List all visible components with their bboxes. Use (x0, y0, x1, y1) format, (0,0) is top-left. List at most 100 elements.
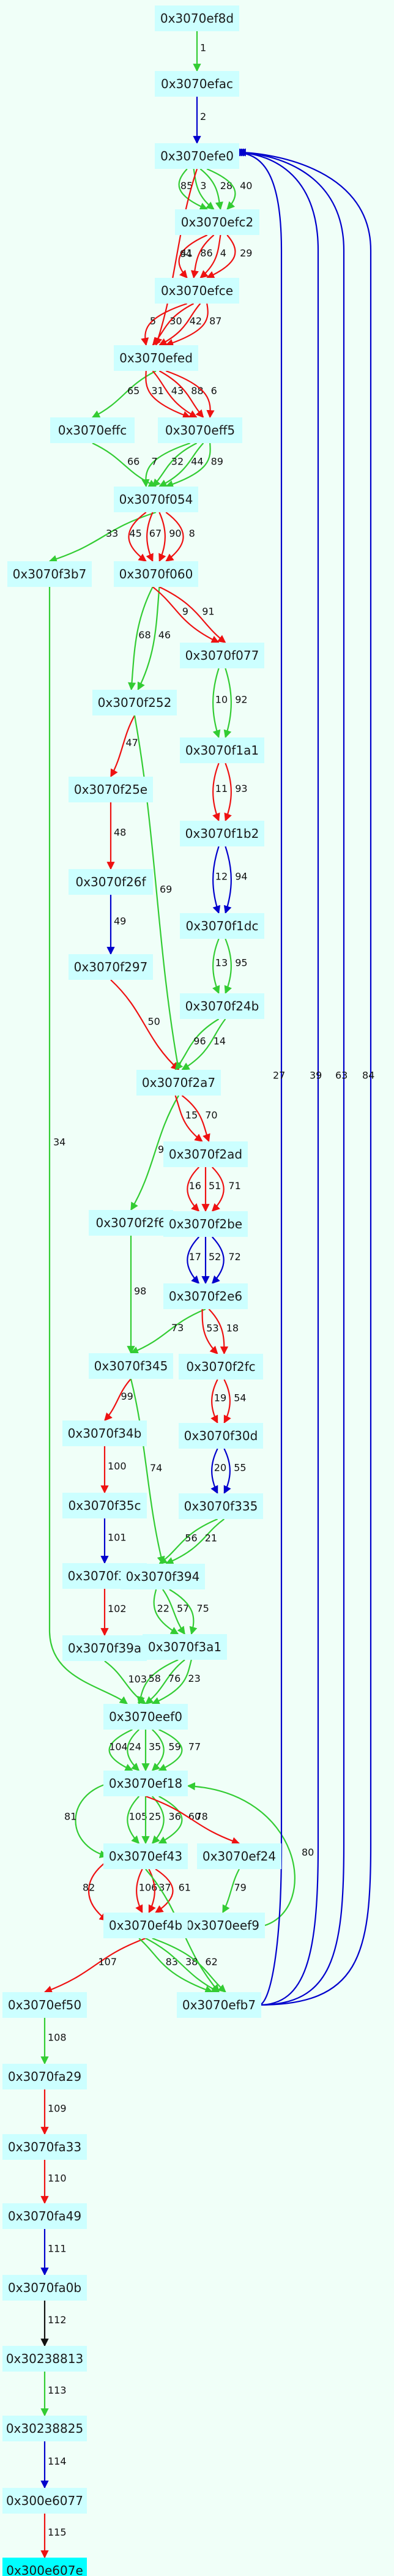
graph-node[interactable]: 0x3070f345 (89, 1353, 173, 1379)
graph-node[interactable]: 0x3070f2be (163, 1211, 248, 1237)
graph-node[interactable]: 0x3070efe0 (155, 143, 239, 169)
graph-node[interactable]: 0x3070efc2 (175, 209, 259, 235)
graph-node[interactable]: 0x3070ef24 (197, 1843, 281, 1869)
graph-node[interactable]: 0x3070f2fc (179, 1354, 263, 1379)
edge-n47-n48: 112 (40, 2301, 67, 2347)
edge-n23-n26: 98 (127, 1236, 146, 1354)
edge-line (141, 442, 191, 488)
edge-n17-n19: 12 (212, 846, 228, 914)
graph-node[interactable]: 0x3070f297 (69, 954, 153, 980)
edge-n41-n42: 107 (43, 1937, 146, 1994)
edge-n26-n28: 99 (104, 1378, 133, 1421)
graph-node[interactable]: 0x3070efb7 (177, 1992, 261, 2018)
graph-node[interactable]: 0x3070f335 (179, 1493, 263, 1519)
graph-node[interactable]: 0x3070ef18 (103, 1771, 188, 1796)
node-box (62, 1421, 147, 1446)
node-box (180, 993, 264, 1019)
edge-line (145, 370, 191, 419)
edge-line (162, 1589, 185, 1635)
edge-label: 44 (191, 456, 203, 468)
edge-line (158, 586, 226, 643)
node-label: 0x3070f30d (184, 1428, 258, 1443)
graph-node[interactable]: 0x3070f1b2 (180, 821, 264, 846)
node-box (180, 821, 264, 846)
edge-n36-n37: 24 (127, 1729, 141, 1771)
edge-n2-n3: 2 (193, 97, 206, 144)
graph-node[interactable]: 0x3070f3a1 (143, 1634, 227, 1660)
edge-n35-n36: 23 (151, 1659, 201, 1705)
graph-node[interactable]: 0x3070f077 (180, 643, 264, 668)
terminal-node[interactable]: 0x300e607e (2, 2558, 87, 2576)
edge-line (224, 763, 232, 822)
edge-line (212, 763, 220, 822)
node-label: 0x3070f297 (74, 960, 148, 974)
graph-node[interactable]: 0x3070f24b (180, 993, 264, 1019)
graph-node[interactable]: 0x300e6077 (2, 2488, 87, 2514)
graph-node[interactable]: 0x3070f1a1 (180, 737, 264, 763)
graph-node[interactable]: 0x3070f2a7 (136, 1070, 221, 1096)
node-box (155, 6, 239, 31)
edge-label: 7 (151, 456, 157, 468)
graph-node[interactable]: 0x3070f39a (62, 1635, 147, 1661)
edge-n11-n12: 68 (128, 586, 154, 691)
node-box (179, 1423, 263, 1449)
graph-node[interactable]: 0x3070eef9 (180, 1913, 265, 1938)
graph-node[interactable]: 0x3070f394 (121, 1564, 205, 1589)
edge-label: 35 (149, 1741, 161, 1753)
graph-node[interactable]: 0x3070f060 (114, 561, 198, 587)
graph-node[interactable]: 0x3070fa0b (2, 2275, 87, 2301)
graph-node[interactable]: 0x3070f30d (179, 1423, 263, 1449)
edge-n11-n12: 46 (137, 586, 171, 691)
graph-node[interactable]: 0x3070fa33 (2, 2134, 87, 2160)
edge-n8-n9: 7 (141, 442, 191, 488)
graph-node[interactable]: 0x3070ef8d (155, 6, 239, 31)
node-box (2, 2275, 87, 2301)
graph-node[interactable]: 0x3070eff5 (158, 417, 242, 443)
graph-node[interactable]: 0x3070f2f6 (89, 1210, 173, 1236)
graph-node[interactable]: 0x3070f2ad (163, 1141, 248, 1167)
graph-node[interactable]: 0x3070f25e (69, 777, 153, 802)
edge-label: 9 (182, 606, 188, 618)
graph-node[interactable]: 0x30238813 (2, 2346, 87, 2372)
node-label: 0x3070f26f (76, 875, 147, 889)
edge-label: 104 (109, 1741, 128, 1753)
graph-node[interactable]: 0x3070f35c (62, 1493, 147, 1518)
edge-label: 59 (168, 1741, 180, 1753)
graph-node[interactable]: 0x3070f1dc (180, 913, 264, 939)
node-label: 0x3070ef18 (109, 1776, 182, 1791)
edge-label: 14 (214, 1036, 226, 1047)
graph-node[interactable]: 0x3070ef50 (2, 1992, 87, 2018)
graph-node[interactable]: 0x3070f054 (114, 487, 198, 512)
graph-node[interactable]: 0x3070ef43 (103, 1843, 188, 1869)
graph-node[interactable]: 0x3070eef0 (103, 1704, 188, 1730)
graph-node[interactable]: 0x3070f2e6 (163, 1283, 248, 1309)
edge-label: 19 (214, 1392, 226, 1404)
node-label: 0x3070f2f6 (96, 1215, 166, 1230)
edge-label: 74 (150, 1462, 162, 1474)
graph-node[interactable]: 0x3070efac (155, 71, 239, 97)
graph-node[interactable]: 0x3070f26f (69, 869, 153, 895)
graph-node[interactable]: 0x30238825 (2, 2416, 87, 2441)
edge-label: 110 (48, 2173, 67, 2184)
edge-label: 3 (200, 180, 206, 192)
graph-node[interactable]: 0x3070efce (155, 278, 239, 304)
graph-node[interactable]: 0x3070f252 (92, 690, 177, 715)
edge-label: 111 (48, 2243, 67, 2255)
edge-label: 54 (234, 1392, 246, 1404)
graph-node[interactable]: 0x3070fa49 (2, 2203, 87, 2229)
graph-node[interactable]: 0x3070f34b (62, 1421, 147, 1446)
graph-node[interactable]: 0x3070ef4b (103, 1913, 188, 1938)
edge-n49-n50: 114 (40, 2441, 67, 2489)
edge-n41-n43: 38 (145, 1938, 220, 1993)
graph-node[interactable]: 0x3070efed (114, 345, 198, 371)
edge-label: 56 (185, 1533, 197, 1544)
graph-node[interactable]: 0x3070fa29 (2, 2064, 87, 2089)
edge-line (146, 512, 154, 562)
edge-label: 34 (53, 1137, 65, 1148)
graph-node[interactable]: 0x3070f3b7 (7, 561, 92, 587)
edge-label: 16 (189, 1180, 201, 1192)
graph-node[interactable]: 0x3070effc (50, 417, 135, 443)
edge-label: 87 (209, 315, 221, 327)
node-label: 0x3070ef24 (203, 1849, 276, 1864)
